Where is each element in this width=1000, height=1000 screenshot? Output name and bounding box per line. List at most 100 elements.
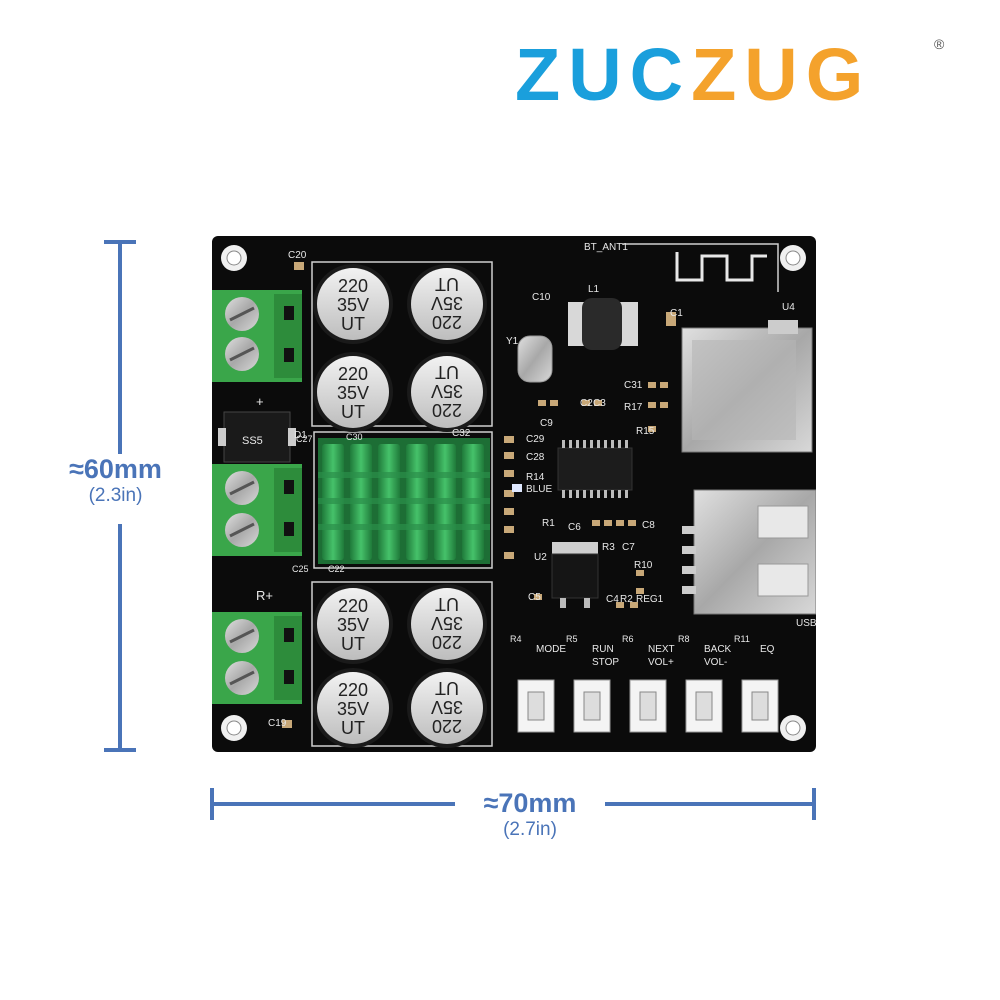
capacitor-marking: 35V bbox=[431, 697, 463, 717]
capacitor-marking: 220 bbox=[338, 276, 368, 296]
brand-logo: ZUCZUG bbox=[515, 38, 871, 112]
resistor-label: R11 bbox=[734, 634, 750, 644]
capacitor-marking: 220 bbox=[338, 596, 368, 616]
capacitor-marking: UT bbox=[435, 274, 459, 294]
silk-u2: U2 bbox=[534, 552, 547, 563]
button-label: NEXT bbox=[648, 644, 675, 655]
silk-c27: C27 bbox=[296, 434, 313, 444]
main-ic bbox=[557, 440, 633, 498]
voltage-regulator bbox=[551, 542, 599, 608]
silk-c4: C4 bbox=[606, 594, 619, 605]
silk-c8: C8 bbox=[642, 520, 655, 531]
silk-c7: C7 bbox=[622, 542, 635, 553]
capacitor-marking: UT bbox=[341, 314, 365, 334]
usb-port bbox=[682, 489, 816, 615]
capacitor-marking: 220 bbox=[432, 400, 462, 420]
silk-c5: C5 bbox=[528, 592, 541, 603]
button-label: VOL+ bbox=[648, 657, 674, 668]
silk-c2: C2 bbox=[580, 398, 593, 409]
silk-plus: + bbox=[256, 394, 264, 409]
button-label: EQ bbox=[760, 644, 775, 655]
button-back-vol-minus bbox=[685, 679, 723, 733]
capacitor-marking: 220 bbox=[338, 364, 368, 384]
mounting-holes bbox=[221, 245, 806, 741]
crystal bbox=[517, 335, 553, 383]
width-main-text: ≈70mm bbox=[483, 788, 577, 818]
silk-r3: R3 bbox=[602, 542, 615, 553]
width-label: ≈70mm (2.7in) bbox=[455, 788, 605, 858]
button-eq bbox=[741, 679, 779, 733]
silk-c9: C9 bbox=[540, 418, 553, 429]
capacitor-marking: 35V bbox=[337, 699, 369, 719]
height-sub-text: (2.3in) bbox=[88, 485, 143, 506]
button-label: STOP bbox=[592, 657, 619, 668]
capacitor-marking: UT bbox=[435, 362, 459, 382]
silk-r-plus: R+ bbox=[256, 588, 273, 603]
diode-label: SS5 bbox=[242, 435, 263, 447]
capacitor-marking: UT bbox=[341, 402, 365, 422]
diode: SS5 bbox=[218, 411, 296, 463]
silk-d1: D1 bbox=[294, 430, 307, 441]
button-label: MODE bbox=[536, 644, 566, 655]
silk-c6: C6 bbox=[568, 522, 581, 533]
button-label: RUN bbox=[592, 644, 614, 655]
silk-r14: R14 bbox=[526, 472, 545, 483]
capacitor-marking: 35V bbox=[431, 381, 463, 401]
silk-c30: C30 bbox=[346, 432, 363, 442]
silkscreen-outlines bbox=[311, 243, 779, 747]
terminal-block-middle bbox=[212, 464, 302, 556]
height-main-text: ≈60mm bbox=[69, 454, 162, 484]
silk-r2: R2 bbox=[620, 594, 633, 605]
terminal-block-bottom bbox=[212, 612, 302, 704]
capacitor-marking: 220 bbox=[338, 680, 368, 700]
silk-c25: C25 bbox=[292, 564, 309, 574]
silk-reg1: REG1 bbox=[636, 594, 664, 605]
terminal-block-top bbox=[212, 290, 302, 382]
registered-mark: ® bbox=[934, 36, 945, 52]
capacitor-marking: 35V bbox=[337, 383, 369, 403]
resistor-label: R5 bbox=[566, 634, 578, 644]
silk-led: BLUE bbox=[526, 484, 552, 495]
blue-led bbox=[512, 484, 522, 492]
silk-sd: U4 bbox=[782, 302, 795, 313]
inductor bbox=[568, 298, 638, 350]
resistor-label: R6 bbox=[622, 634, 634, 644]
silk-l1: L1 bbox=[588, 284, 600, 295]
capacitor-marking: 220 bbox=[432, 632, 462, 652]
capacitor-marking: UT bbox=[435, 678, 459, 698]
antenna-label: BT_ANT1 bbox=[584, 242, 628, 253]
height-label: ≈60mm (2.3in) bbox=[48, 454, 183, 524]
silk-r17: R17 bbox=[624, 402, 643, 413]
button-run-stop bbox=[573, 679, 611, 733]
smd-parts bbox=[282, 262, 676, 728]
silk-r1: R1 bbox=[542, 518, 555, 529]
width-sub-text: (2.7in) bbox=[503, 819, 557, 840]
silk-y1: Y1 bbox=[506, 336, 519, 347]
capacitor-marking: 35V bbox=[337, 615, 369, 635]
capacitor-marking: UT bbox=[341, 634, 365, 654]
capacitor-marking: 35V bbox=[337, 295, 369, 315]
capacitor-marking: 35V bbox=[431, 613, 463, 633]
button-label: BACK bbox=[704, 644, 732, 655]
silk-c3: C3 bbox=[593, 398, 606, 409]
brand-logo-part2: ZUG bbox=[691, 33, 872, 116]
capacitor-marking: UT bbox=[435, 594, 459, 614]
silk-r10: R10 bbox=[634, 560, 653, 571]
silk-r15: R15 bbox=[636, 426, 655, 437]
silk-c20: C20 bbox=[288, 250, 307, 261]
silk-c28: C28 bbox=[526, 452, 545, 463]
button-mode bbox=[517, 679, 555, 733]
tactile-buttons bbox=[517, 679, 779, 733]
capacitor-marking: 220 bbox=[432, 312, 462, 332]
silk-usb: USB bbox=[796, 618, 816, 629]
resistor-label: R4 bbox=[510, 634, 522, 644]
